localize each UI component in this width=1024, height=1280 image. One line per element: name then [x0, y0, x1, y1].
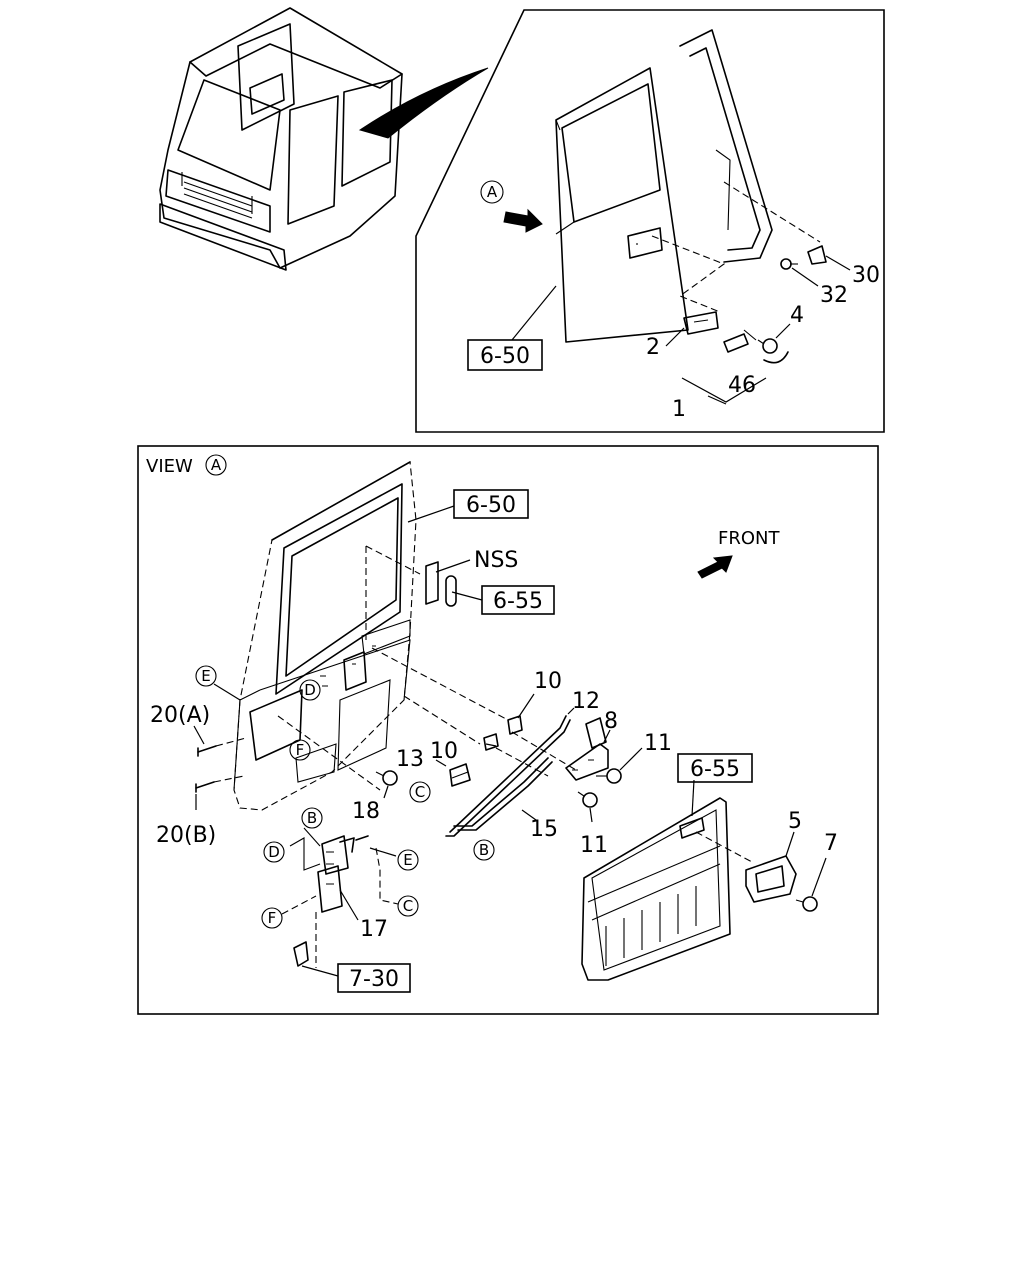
callout-2: 2	[646, 335, 660, 360]
callout-11-lower: 11	[580, 833, 608, 858]
ref-7-30: 7-30	[349, 967, 399, 992]
view-a-marker	[480, 180, 504, 204]
upper-door-assembly	[503, 29, 851, 405]
callout-20b: 20(B)	[156, 823, 216, 848]
view-title-marker-circle	[205, 454, 227, 476]
marker-f-lock: F	[268, 909, 277, 927]
callout-1: 1	[672, 397, 686, 422]
lock-assembly-17	[281, 827, 399, 977]
marker-f-door: F	[296, 741, 305, 759]
callout-5: 5	[788, 809, 802, 834]
callout-13: 13	[396, 747, 424, 772]
lower-labels: 6-50 NSS 6-55 6-55 7-30 10 10 12 8 11 11…	[150, 489, 838, 993]
view-a-frame	[137, 445, 879, 1015]
circled-markers: E D F C B B D E C F	[195, 665, 495, 929]
marker-d-door: D	[304, 681, 316, 699]
nss-seal-parts	[365, 505, 483, 640]
marker-c-rod: C	[415, 783, 425, 801]
callout-nss: NSS	[474, 548, 518, 573]
callout-15: 15	[530, 817, 558, 842]
truck-cab-illustration	[159, 7, 489, 271]
ref-box-6-50-lower	[453, 489, 529, 519]
callout-46: 46	[728, 373, 756, 398]
front-label: FRONT	[718, 528, 780, 549]
upper-inset-frame	[415, 9, 885, 433]
view-a-title: VIEW A	[146, 454, 227, 477]
view-title-marker: A	[211, 456, 222, 474]
callout-7: 7	[824, 831, 838, 856]
callout-10-top: 10	[534, 669, 562, 694]
ref-box-6-55-top	[481, 585, 555, 615]
callout-30: 30	[852, 263, 880, 288]
marker-b-rod: B	[479, 841, 489, 859]
callout-4: 4	[790, 303, 804, 328]
latch-rod-parts	[193, 647, 643, 837]
marker-e-lock: E	[403, 851, 412, 869]
ref-6-50-lower: 6-50	[466, 493, 516, 518]
view-a-marker-text: A	[487, 183, 498, 201]
front-arrow-icon	[697, 555, 733, 579]
front-indicator: FRONT	[697, 528, 780, 579]
ref-box-6-55-right	[677, 753, 753, 783]
marker-e-top: E	[201, 667, 210, 685]
callout-32: 32	[820, 283, 848, 308]
marker-c-lock: C	[403, 897, 413, 915]
trim-panel	[581, 779, 827, 981]
ref-6-55-right: 6-55	[690, 757, 740, 782]
marker-d-lock: D	[268, 843, 280, 861]
ref-box-6-50-upper	[467, 339, 543, 371]
ref-box-7-30	[337, 963, 411, 993]
marker-b-lock: B	[307, 809, 317, 827]
ref-6-55-top: 6-55	[493, 589, 543, 614]
inner-door-panel	[233, 461, 417, 811]
callout-17: 17	[360, 917, 388, 942]
callout-18: 18	[352, 799, 380, 824]
upper-labels: A 6-50 2 4 30 32 46 1	[467, 180, 880, 422]
callout-20a: 20(A)	[150, 703, 210, 728]
callout-10-lower: 10	[430, 739, 458, 764]
view-title-prefix: VIEW	[146, 456, 193, 477]
callout-12: 12	[572, 689, 600, 714]
callout-11-upper: 11	[644, 731, 672, 756]
callout-8: 8	[604, 709, 618, 734]
ref-6-50-upper: 6-50	[480, 344, 530, 369]
